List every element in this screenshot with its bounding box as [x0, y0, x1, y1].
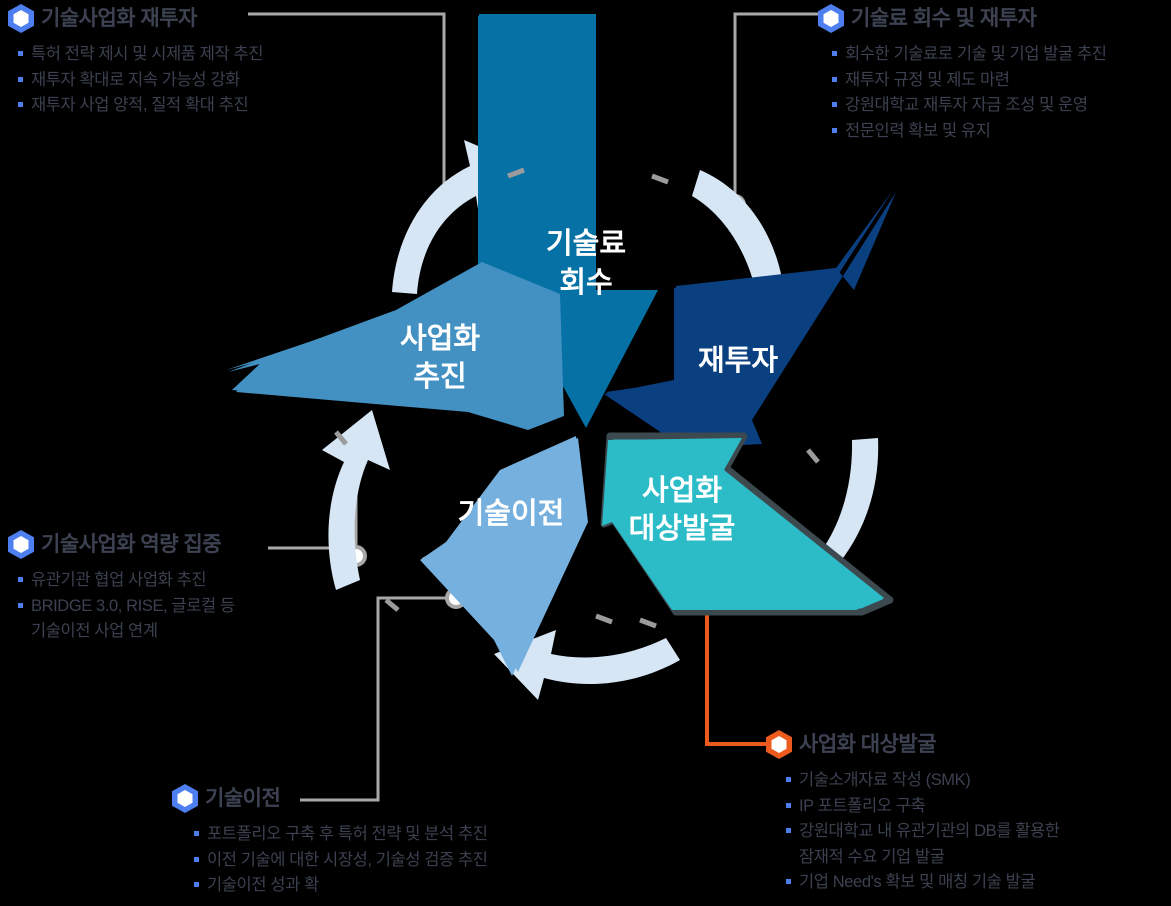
list-item: 기술이전 성과 확	[192, 873, 602, 899]
callout-header: 기술사업화 재투자	[8, 4, 428, 33]
list-item: 포트폴리오 구축 후 특허 전략 및 분석 추진	[192, 822, 602, 848]
list-item: IP 포트폴리오 구축	[784, 794, 1166, 820]
callout-list: 특허 전략 제시 및 시제품 제작 추진 재투자 확대로 지속 가능성 강화 재…	[16, 42, 428, 119]
list-item: 기업 Need's 확보 및 매칭 기술 발굴	[784, 870, 1166, 896]
connector-reinvest-biz	[248, 12, 446, 198]
node-label-biz-line2: 추진	[413, 360, 466, 393]
callout-fee-recovery: 기술료 회수 및 재투자 회수한 기술료로 기술 및 기업 발굴 추진 재투자 …	[818, 4, 1171, 144]
node-label-target-line2: 대상발굴	[629, 512, 736, 545]
list-item: 이전 기술에 대한 시장성, 기술성 검증 추진	[192, 848, 602, 874]
callout-list: 회수한 기술료로 기술 및 기업 발굴 추진 재투자 규정 및 제도 마련 강원…	[830, 42, 1171, 144]
node-biz-promotion[interactable]: 사업화 추진	[226, 262, 564, 430]
node-label-biz-line1: 사업화	[400, 322, 480, 355]
connector-fee-recovery	[733, 12, 818, 198]
hexagon-icon	[8, 4, 34, 33]
callout-header: 기술료 회수 및 재투자	[818, 4, 1171, 33]
list-item: 재투자 규정 및 제도 마련	[830, 68, 1171, 94]
hexagon-icon	[818, 4, 844, 33]
callout-title: 사업화 대상발굴	[799, 733, 937, 756]
list-item: 강원대학교 재투자 자금 조성 및 운영	[830, 93, 1171, 119]
callout-header: 사업화 대상발굴	[766, 730, 1166, 759]
list-item: BRIDGE 3.0, RISE, 글로컬 등 기술이전 사업 연계	[16, 594, 368, 645]
callout-target-discovery: 사업화 대상발굴 기술소개자료 작성 (SMK) IP 포트폴리오 구축 강원대…	[766, 730, 1166, 896]
callout-title: 기술이전	[205, 787, 281, 810]
node-label-tech-transfer: 기술이전	[458, 497, 565, 530]
flow-arrow-left	[322, 410, 390, 590]
list-item: 회수한 기술료로 기술 및 기업 발굴 추진	[830, 42, 1171, 68]
callout-list: 포트폴리오 구축 후 특허 전략 및 분석 추진 이전 기술에 대한 시장성, …	[192, 822, 602, 899]
hexagon-icon	[8, 530, 34, 559]
callout-header: 기술이전	[172, 784, 602, 813]
hexagon-icon	[766, 730, 792, 759]
node-target-discovery[interactable]: 사업화 대상발굴	[600, 432, 894, 616]
list-item: 유관기관 협업 사업화 추진	[16, 568, 368, 594]
list-item: 전문인력 확보 및 유지	[830, 119, 1171, 145]
callout-list: 유관기관 협업 사업화 추진 BRIDGE 3.0, RISE, 글로컬 등 기…	[16, 568, 368, 645]
list-item: 재투자 사업 양적, 질적 확대 추진	[16, 93, 428, 119]
callout-tech-transfer: 기술이전 포트폴리오 구축 후 특허 전략 및 분석 추진 이전 기술에 대한 …	[172, 784, 602, 899]
node-label-target-line1: 사업화	[642, 474, 722, 507]
node-label-fee-recovery-line1: 기술료	[546, 227, 626, 260]
node-label-reinvest: 재투자	[698, 344, 778, 377]
node-fee-recovery[interactable]: 기술료 회수	[478, 0, 658, 428]
callout-capability: 기술사업화 역량 집중 유관기관 협업 사업화 추진 BRIDGE 3.0, R…	[8, 530, 368, 645]
callout-list: 기술소개자료 작성 (SMK) IP 포트폴리오 구축 강원대학교 내 유관기관…	[784, 768, 1166, 896]
node-reinvest[interactable]: 재투자	[604, 190, 896, 448]
callout-header: 기술사업화 역량 집중	[8, 530, 368, 559]
callout-reinvest-biz: 기술사업화 재투자 특허 전략 제시 및 시제품 제작 추진 재투자 확대로 지…	[8, 4, 428, 119]
list-item: 특허 전략 제시 및 시제품 제작 추진	[16, 42, 428, 68]
connector-tech-transfer	[300, 596, 454, 802]
node-label-fee-recovery-line2: 회수	[559, 266, 612, 299]
callout-title: 기술료 회수 및 재투자	[851, 7, 1037, 30]
callout-title: 기술사업화 재투자	[41, 7, 197, 30]
flow-arrow-bottom	[494, 630, 680, 700]
list-item: 기술소개자료 작성 (SMK)	[784, 768, 1166, 794]
hexagon-icon	[172, 784, 198, 813]
node-tech-transfer[interactable]: 기술이전	[420, 436, 588, 676]
tick-marks	[334, 167, 820, 629]
list-item: 강원대학교 내 유관기관의 DB를 활용한 잠재적 수요 기업 발굴	[784, 819, 1166, 870]
list-item: 재투자 확대로 지속 가능성 강화	[16, 68, 428, 94]
callout-title: 기술사업화 역량 집중	[41, 533, 222, 556]
